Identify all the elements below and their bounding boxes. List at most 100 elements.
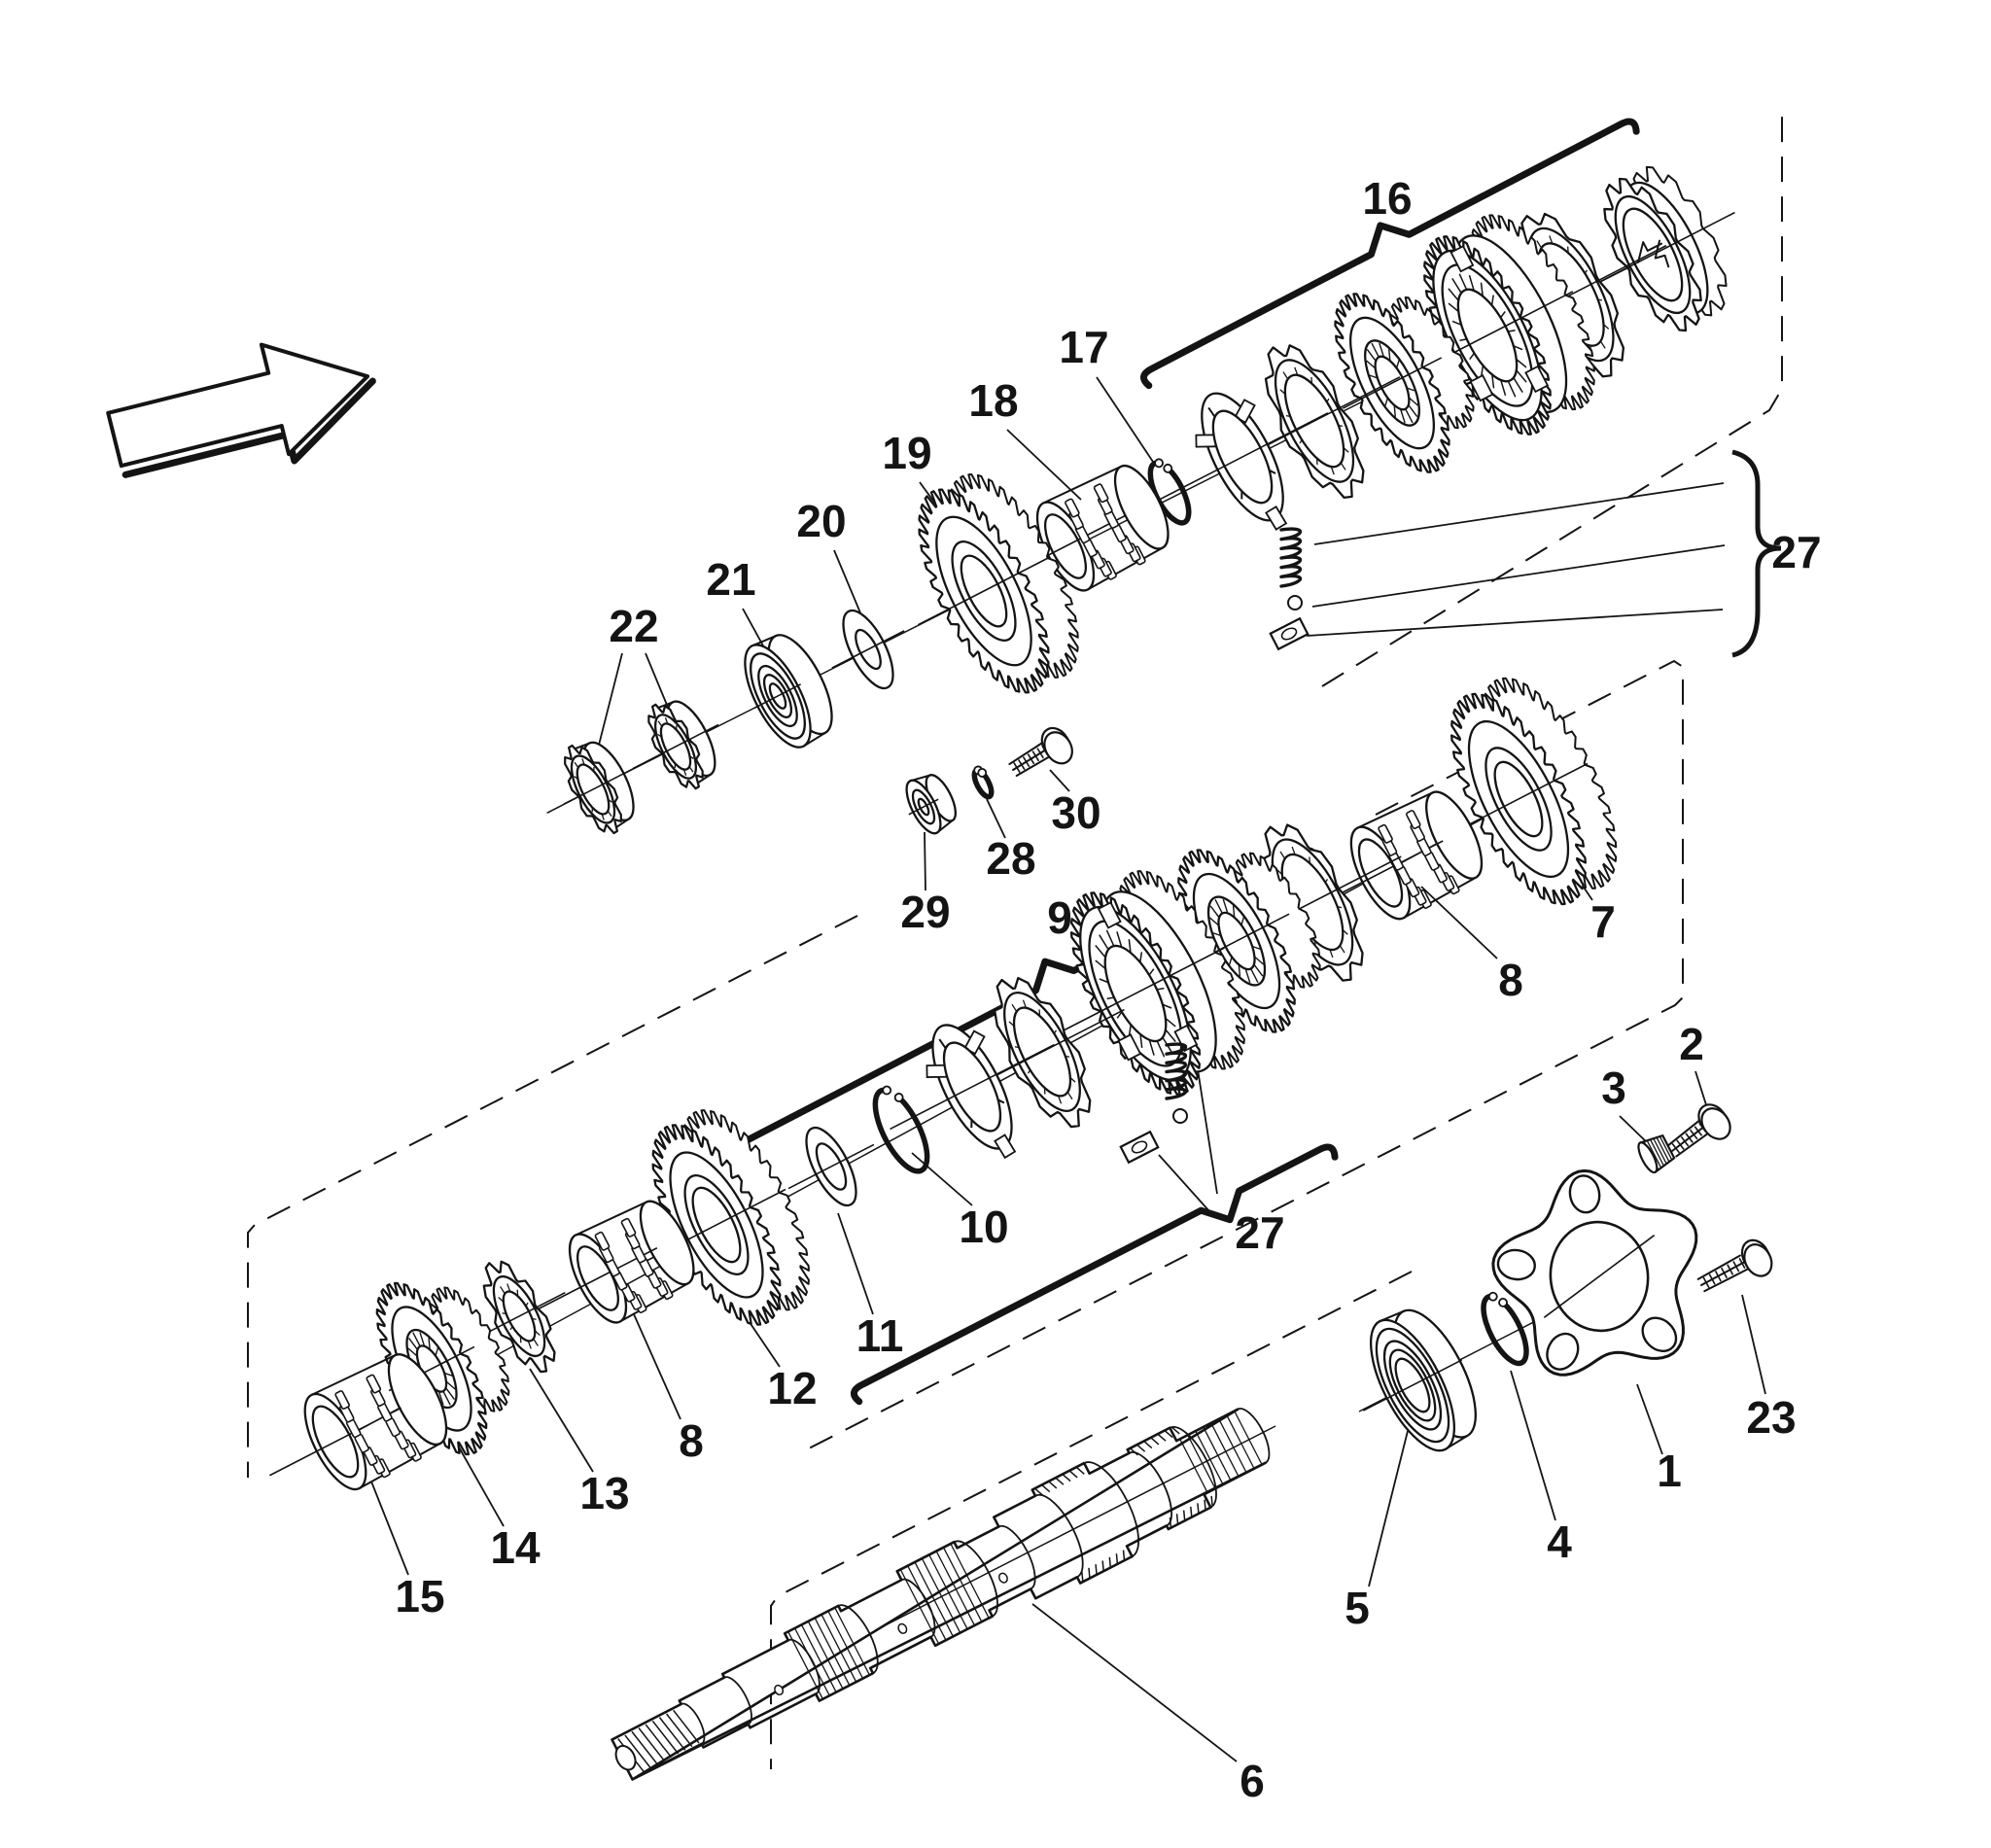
leader-line-30	[1049, 769, 1070, 792]
callout-7: 7	[1590, 896, 1616, 947]
callout-8-left: 8	[679, 1415, 704, 1466]
leader-line-23	[1741, 1294, 1766, 1395]
synchro-ring-b	[1228, 344, 1401, 500]
callout-21: 21	[706, 554, 755, 605]
leader-line-13	[529, 1368, 594, 1473]
leader-line-15	[370, 1481, 409, 1576]
callout-6: 6	[1240, 1756, 1265, 1806]
leader-line-17	[1096, 376, 1156, 466]
callout-27-mid: 27	[1235, 1207, 1284, 1258]
callout-2: 2	[1679, 1019, 1704, 1069]
callout-8-right: 8	[1498, 955, 1523, 1005]
shim-ring-11	[787, 1126, 875, 1207]
dashed-boundary-line	[1321, 109, 1783, 687]
knurled-nut-3	[1637, 1134, 1676, 1174]
callout-5: 5	[1345, 1583, 1370, 1633]
callout-11: 11	[856, 1310, 904, 1361]
leader-line-14	[452, 1436, 505, 1527]
callout-4: 4	[1547, 1517, 1572, 1567]
gear-12	[646, 1109, 810, 1326]
leader-line-1	[1636, 1383, 1663, 1455]
callout-10: 10	[959, 1202, 1008, 1252]
callout-9: 9	[1047, 892, 1072, 943]
bolt-23	[1696, 1238, 1773, 1293]
synchro-hub-upper	[1401, 214, 1595, 436]
group-brace-line	[850, 1143, 1339, 1406]
speed-gear-upper	[1334, 293, 1475, 473]
callout-16: 16	[1362, 173, 1412, 224]
bolt-30	[1008, 726, 1073, 777]
detent-ball-upper	[1287, 595, 1303, 610]
leader-line	[1313, 482, 1725, 545]
detent-pawl-upper	[1269, 616, 1310, 651]
dashed-boundary-line	[808, 659, 1684, 1449]
synchro-plate-middle	[890, 1024, 1055, 1160]
callout-13: 13	[579, 1468, 629, 1518]
nut-29	[905, 774, 957, 835]
leader-line-5	[1368, 1430, 1409, 1587]
leader-line-22	[594, 652, 623, 761]
leader-line	[1158, 1154, 1210, 1212]
leader-line-28	[986, 798, 1006, 839]
curly-brace-27	[1731, 449, 1782, 658]
bearing-21	[744, 634, 833, 749]
leader-line-8-left	[633, 1313, 681, 1420]
leader-line	[1311, 544, 1726, 608]
callout-29: 29	[900, 887, 950, 937]
gear-19	[918, 473, 1079, 694]
callout-30: 30	[1051, 787, 1100, 838]
leader-line-11	[837, 1212, 874, 1315]
leader-line-8-right	[1420, 886, 1498, 959]
washer-28	[971, 765, 995, 800]
gear-14	[375, 1281, 510, 1456]
callout-20: 20	[796, 496, 846, 546]
callout-3: 3	[1601, 1063, 1626, 1113]
synchro-ring-13	[472, 1260, 566, 1374]
main-shaft	[611, 1408, 1271, 1781]
callout-17: 17	[1059, 322, 1108, 372]
bearing-5	[1362, 1308, 1477, 1452]
leader-line	[1197, 1068, 1218, 1195]
synchro-ring-d	[960, 976, 1125, 1129]
callout-19: 19	[882, 428, 931, 478]
leader-line	[1306, 609, 1724, 637]
callout-1: 1	[1657, 1446, 1682, 1496]
callout-18: 18	[968, 375, 1018, 426]
callout-27-right: 27	[1771, 527, 1821, 577]
synchro-plate-upper	[1156, 392, 1329, 531]
locknut-22b	[632, 700, 719, 790]
callout-23: 23	[1746, 1392, 1796, 1443]
needle-cage-8-right	[1317, 790, 1484, 921]
spring-ring-10	[872, 1085, 930, 1174]
direction-arrow-icon	[106, 342, 376, 478]
flange-cover-1	[1491, 1168, 1698, 1377]
speed-gear-middle	[1177, 849, 1321, 1033]
snap-ring-4	[1481, 1291, 1529, 1367]
needle-cage-15	[269, 1353, 448, 1491]
snap-ring-17	[1147, 458, 1192, 526]
detent-spring-middle	[1165, 1042, 1188, 1100]
washer-20	[831, 609, 905, 690]
callout-14: 14	[490, 1522, 541, 1573]
detent-spring-upper	[1279, 527, 1303, 588]
end-sleeve	[1570, 165, 1735, 332]
leader-line-29	[924, 831, 926, 891]
callout-15: 15	[395, 1571, 444, 1621]
leader-line-20	[833, 549, 865, 623]
callout-12: 12	[767, 1363, 817, 1413]
group-brace-line	[1139, 118, 1640, 390]
bolt-2	[1666, 1103, 1731, 1158]
dashed-boundary-line	[247, 915, 858, 1478]
leader-line-18	[1006, 429, 1082, 501]
callout-22: 22	[609, 601, 658, 651]
locknut-22a	[546, 741, 640, 835]
leader-line-10	[911, 1152, 973, 1206]
needle-cage-8-left	[538, 1200, 695, 1324]
leader-line-6	[1031, 1603, 1238, 1762]
gear-7	[1449, 677, 1618, 906]
detent-ball-middle	[1172, 1108, 1188, 1124]
detent-pawl-middle	[1119, 1130, 1160, 1165]
leader-line-4	[1510, 1370, 1556, 1521]
